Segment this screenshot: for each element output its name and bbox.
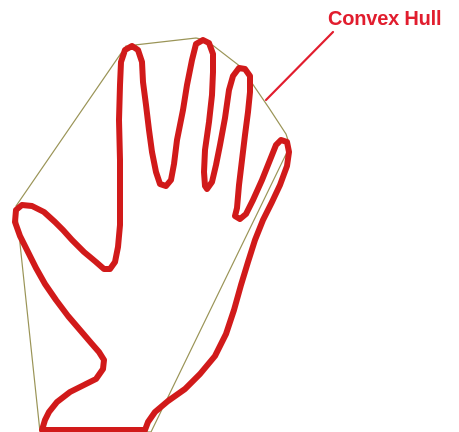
annotation-pointer-line xyxy=(266,32,333,100)
hand-contour xyxy=(15,40,289,430)
convex-hull-annotation-label: Convex Hull xyxy=(328,8,441,31)
